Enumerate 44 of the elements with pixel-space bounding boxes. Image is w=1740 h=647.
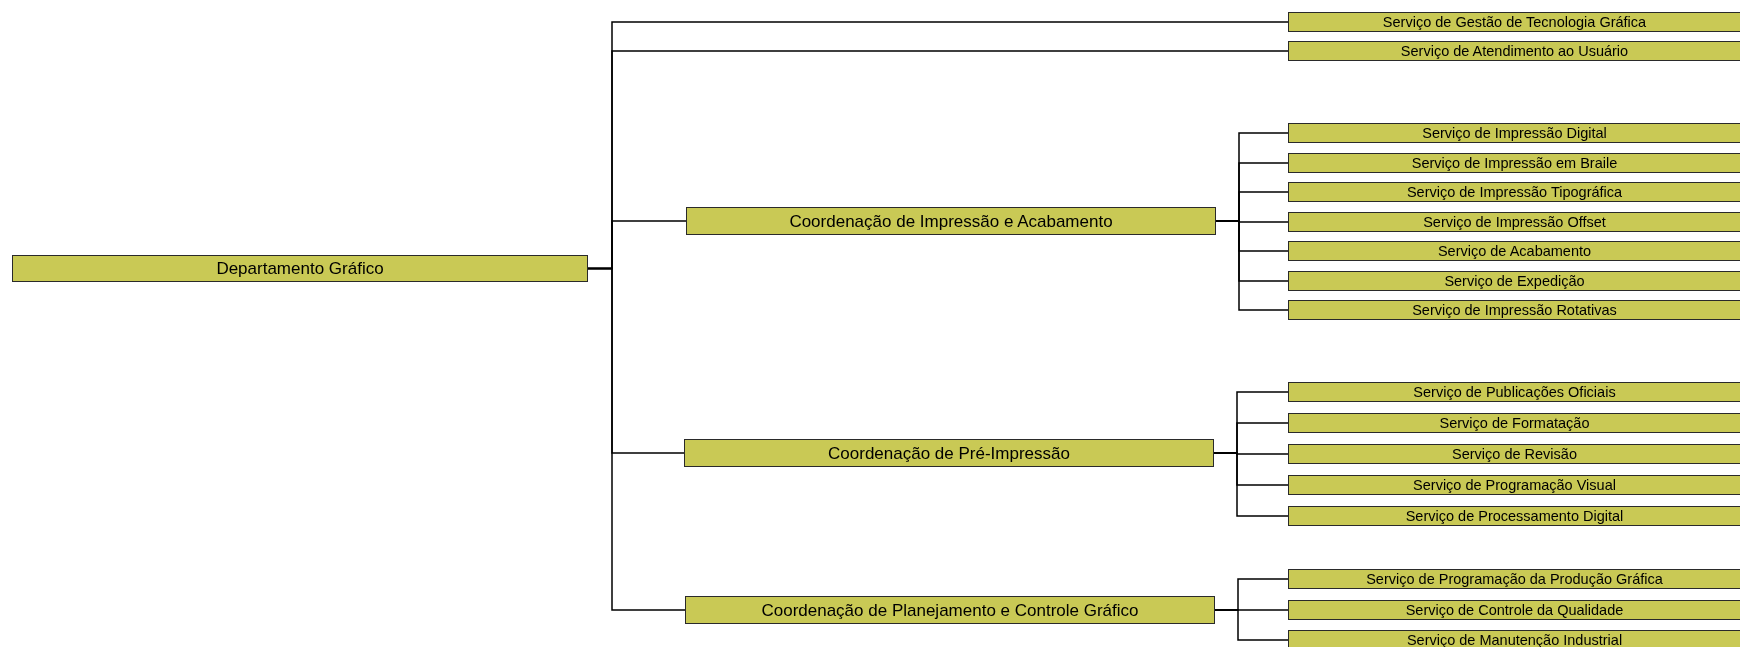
org-unit-box: [1288, 475, 1740, 495]
unit-name: Serviço de Gestão de Tecnologia Gráfica: [1382, 14, 1647, 30]
connector-line: [587, 267, 686, 611]
unit-name: Serviço de Programação Visual: [1413, 477, 1616, 493]
org-unit-box: [1288, 444, 1740, 464]
unit-name: Serviço de Processamento Digital: [1405, 508, 1624, 524]
unit-name: Serviço de Revisão: [1452, 446, 1577, 462]
org-unit-box: [1288, 153, 1740, 173]
org-unit-box: [684, 439, 1214, 467]
org-unit-box: [1288, 212, 1740, 232]
unit-name: Serviço de Impressão Rotativas: [1412, 302, 1617, 318]
unit-name: Departamento Gráfico: [216, 260, 384, 277]
unit-name: Coordenação de Impressão e Acabamento: [789, 212, 1113, 230]
org-unit-box: [1288, 382, 1740, 402]
unit-name: Coordenação de Pré-Impressão: [828, 444, 1070, 462]
unit-name: Serviço de Impressão em Braile: [1411, 155, 1618, 171]
unit-name: Serviço de Acabamento: [1437, 243, 1592, 259]
org-unit-box: [1288, 41, 1740, 61]
unit-name: Serviço de Manutenção Industrial: [1406, 632, 1623, 647]
org-unit-box: [1288, 241, 1740, 261]
unit-name: Serviço de Programação da Produção Gráfica: [1366, 571, 1663, 587]
org-unit-box: [1288, 300, 1740, 320]
org-unit-box: [1288, 12, 1740, 32]
org-unit-box: [1288, 506, 1740, 526]
org-unit-box: [1288, 630, 1740, 647]
unit-name: Serviço de Publicações Oficiais: [1413, 384, 1616, 400]
unit-name: Serviço de Expedição: [1444, 273, 1585, 289]
unit-name: Serviço de Atendimento ao Usuário: [1400, 43, 1629, 59]
unit-name: Serviço de Impressão Offset: [1423, 214, 1606, 230]
org-unit-box: [1288, 413, 1740, 433]
unit-name: Coordenação de Planejamento e Controle Gráfico: [761, 601, 1139, 619]
org-unit-box: [12, 255, 588, 282]
unit-name: Serviço de Impressão Tipográfica: [1406, 184, 1623, 200]
org-unit-box: [1288, 123, 1740, 143]
unit-name: Serviço de Formatação: [1439, 415, 1590, 431]
org-unit-box: [686, 207, 1216, 235]
org-unit-box: [1288, 569, 1740, 589]
connector-line: [1214, 609, 1289, 641]
unit-name: Serviço de Impressão Digital: [1422, 125, 1607, 141]
org-unit-box: [685, 596, 1215, 624]
org-unit-box: [1288, 600, 1740, 620]
org-unit-box: [1288, 182, 1740, 202]
unit-name: Serviço de Controle da Qualidade: [1405, 602, 1624, 618]
org-unit-box: [1288, 271, 1740, 291]
